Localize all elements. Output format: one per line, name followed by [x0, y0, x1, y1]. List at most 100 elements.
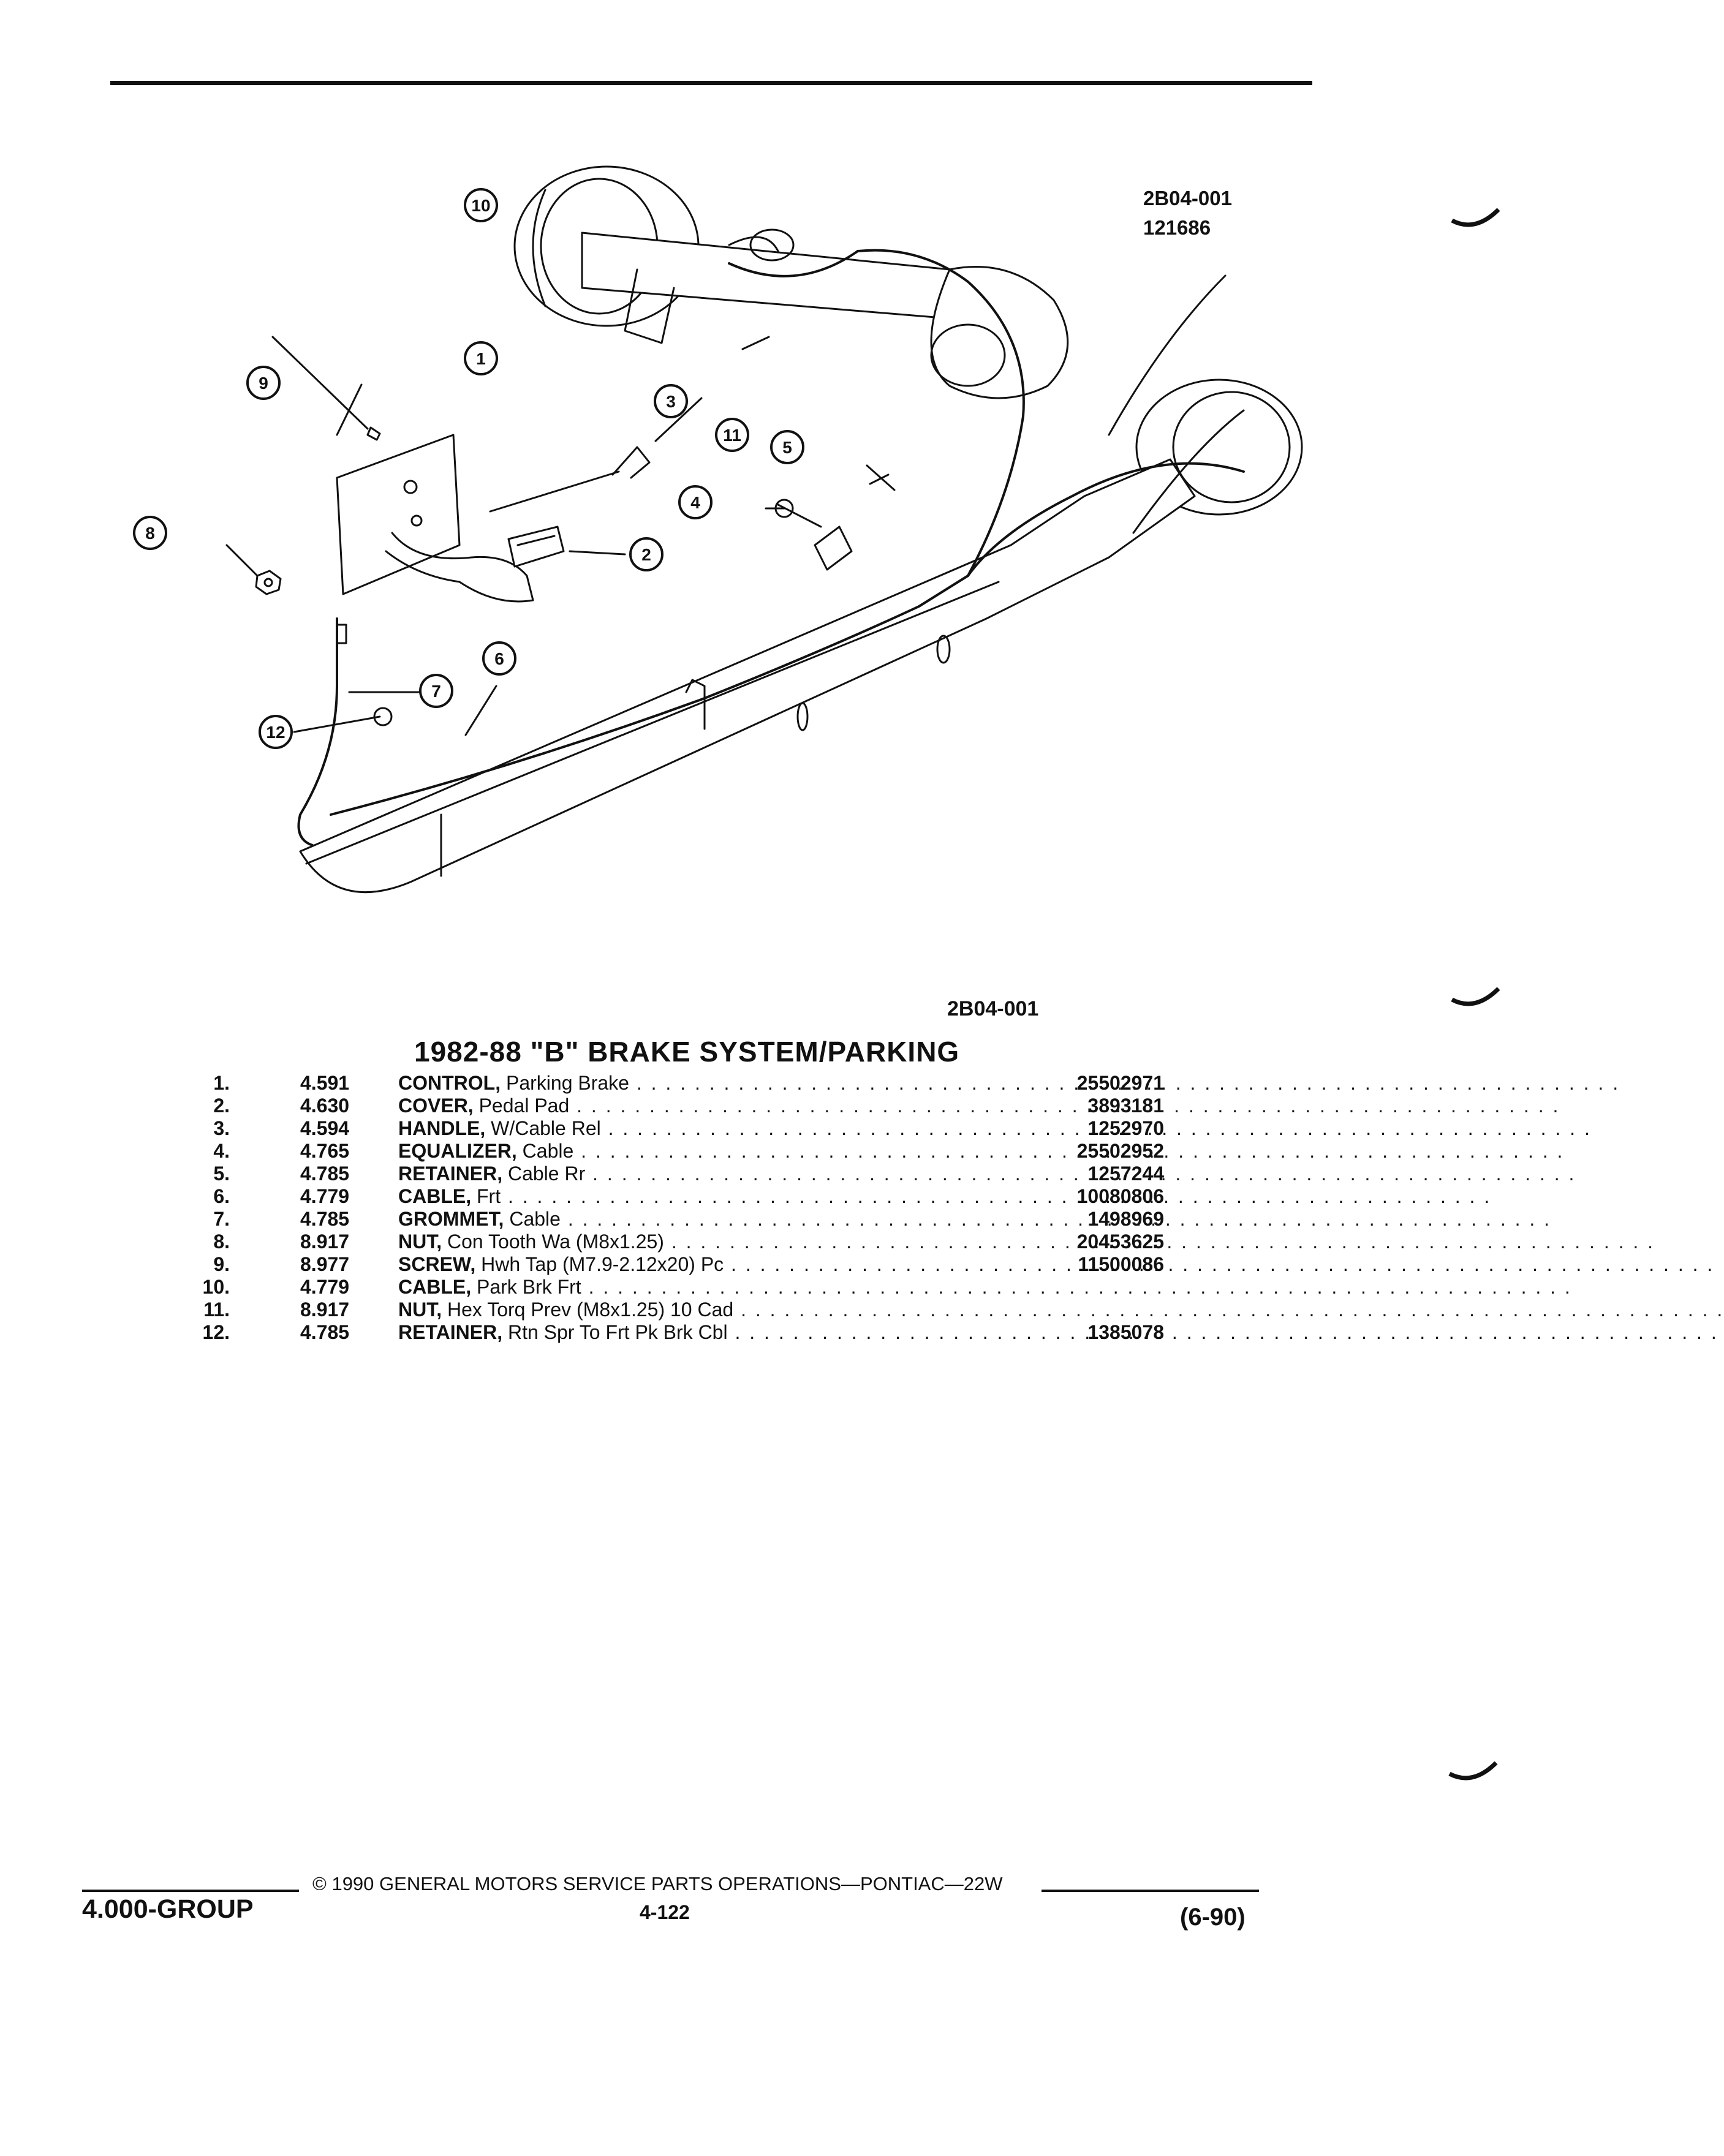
- part-number: 1385078: [1087, 1321, 1164, 1343]
- part-number: 1252970: [1087, 1117, 1164, 1139]
- figure-caption-ref: 2B04-001: [947, 997, 1039, 1020]
- part-index: 9.: [213, 1253, 230, 1275]
- part-description: HANDLE, W/Cable Rel: [398, 1117, 1011, 1140]
- part-description: GROMMET, Cable: [398, 1208, 1011, 1231]
- part-group-code: 4.765: [300, 1140, 350, 1162]
- part-group-code: 4.785: [300, 1321, 350, 1343]
- brake-cables: [297, 249, 1245, 846]
- callout-labels: 10 1 9 3 11 5 4 8 2 6 7 12: [145, 196, 792, 742]
- part-description: SCREW, Hwh Tap (M7.9-2.12x20) Pc: [398, 1253, 1011, 1276]
- callout-9: [246, 366, 281, 400]
- footer-copyright: © 1990 GENERAL MOTORS SERVICE PARTS OPER…: [312, 1873, 1003, 1894]
- release-handle: [489, 446, 651, 513]
- part-name: SCREW,: [398, 1253, 476, 1275]
- part-detail: Park Brk Frt: [471, 1276, 581, 1298]
- binder-mark: [1451, 208, 1500, 227]
- part-name: HANDLE,: [398, 1117, 486, 1139]
- part-detail: Rtn Spr To Frt Pk Brk Cbl: [502, 1321, 728, 1343]
- callout-label: 11: [723, 426, 741, 445]
- part-index: 3.: [213, 1117, 230, 1139]
- part-number: 1498969: [1087, 1208, 1164, 1230]
- part-detail: Hwh Tap (M7.9-2.12x20) Pc: [475, 1253, 724, 1275]
- part-index: 6.: [213, 1185, 230, 1207]
- part-name: GROMMET,: [398, 1208, 504, 1230]
- revision-date: (6-90): [1180, 1904, 1246, 1931]
- section-title: 1982-88 "B" BRAKE SYSTEM/PARKING: [414, 1036, 960, 1068]
- part-detail: Pedal Pad: [473, 1095, 570, 1117]
- callout-label: 1: [476, 349, 486, 368]
- callout-label: 8: [145, 524, 155, 543]
- small-hardware: [255, 426, 393, 726]
- part-detail: Parking Brake: [501, 1072, 629, 1094]
- part-row: 8. 8.917 NUT, Con Tooth Wa (M8x1.25) 204536…: [184, 1231, 1164, 1253]
- part-name: COVER,: [398, 1095, 474, 1117]
- part-group-code: 4.779: [300, 1276, 350, 1298]
- part-name: RETAINER,: [398, 1163, 503, 1185]
- part-detail: Cable Rr: [502, 1163, 586, 1185]
- part-detail: Con Tooth Wa (M8x1.25): [442, 1231, 664, 1253]
- callout-10: [464, 188, 498, 222]
- binder-mark: [1451, 987, 1500, 1006]
- figure-id: 2B04-001: [1143, 187, 1232, 209]
- callout-leaders: [225, 336, 896, 736]
- part-name: NUT,: [398, 1231, 442, 1253]
- part-name: EQUALIZER,: [398, 1140, 517, 1162]
- callout-label: 5: [782, 438, 792, 457]
- callout-label: 4: [690, 493, 700, 512]
- figure-id-block: 2B04-001 121686: [1143, 184, 1232, 243]
- part-detail: Frt: [471, 1185, 501, 1207]
- part-group-code: 4.630: [300, 1095, 350, 1117]
- part-row: 10. 4.779 CABLE, Park Brk Frt: [184, 1276, 1164, 1298]
- callout-5: [770, 430, 804, 464]
- part-detail: W/Cable Rel: [485, 1117, 601, 1139]
- part-number: 3893181: [1087, 1095, 1164, 1117]
- part-number: 1257244: [1087, 1163, 1164, 1185]
- part-index: 4.: [213, 1140, 230, 1162]
- callout-4: [678, 485, 713, 519]
- callout-6: [482, 641, 516, 676]
- callout-label: 3: [666, 392, 676, 411]
- part-index: 2.: [213, 1095, 230, 1117]
- callout-1: [464, 341, 498, 375]
- part-name: NUT,: [398, 1298, 442, 1321]
- part-name: CONTROL,: [398, 1072, 501, 1094]
- callout-8: [133, 516, 167, 550]
- header-rule: [110, 81, 1312, 85]
- part-row: 2. 4.630 COVER, Pedal Pad 3893181: [184, 1095, 1164, 1117]
- pedal-pad-cover: [507, 526, 565, 568]
- part-detail: Hex Torq Prev (M8x1.25) 10 Cad: [442, 1298, 734, 1321]
- part-number: 25502952: [1076, 1140, 1164, 1162]
- part-number: 11500086: [1078, 1253, 1164, 1275]
- part-index: 8.: [213, 1231, 230, 1253]
- callout-label: 10: [471, 196, 490, 215]
- part-description: COVER, Pedal Pad: [398, 1095, 1011, 1117]
- part-index: 1.: [213, 1072, 230, 1094]
- part-group-code: 4.785: [300, 1163, 350, 1185]
- part-index: 12.: [202, 1321, 230, 1343]
- part-group-code: 8.917: [300, 1231, 350, 1253]
- part-description: RETAINER, Rtn Spr To Frt Pk Brk Cbl: [398, 1321, 1011, 1344]
- part-group-code: 4.594: [300, 1117, 350, 1139]
- figure-number: 121686: [1143, 216, 1211, 239]
- footer-rule-left: [82, 1890, 299, 1892]
- part-name: RETAINER,: [398, 1321, 503, 1343]
- part-group-code: 4.785: [300, 1208, 350, 1230]
- part-number: 20453625: [1076, 1231, 1164, 1253]
- part-row: 12. 4.785 RETAINER, Rtn Spr To Frt Pk Brk …: [184, 1321, 1164, 1344]
- part-index: 10.: [202, 1276, 230, 1298]
- cable-equalizer: [774, 473, 890, 571]
- part-description: NUT, Con Tooth Wa (M8x1.25): [398, 1231, 1011, 1253]
- part-description: RETAINER, Cable Rr: [398, 1163, 1011, 1185]
- part-description: CONTROL, Parking Brake: [398, 1072, 1011, 1095]
- callout-11: [715, 418, 749, 452]
- callout-label: 6: [494, 649, 504, 668]
- part-name: CABLE,: [398, 1276, 472, 1298]
- page-number: 4-122: [640, 1901, 690, 1923]
- callout-label: 9: [259, 374, 268, 393]
- rear-axle: [581, 228, 1069, 399]
- callout-3: [654, 384, 688, 418]
- footer-group: 4.000-GROUP: [82, 1894, 254, 1924]
